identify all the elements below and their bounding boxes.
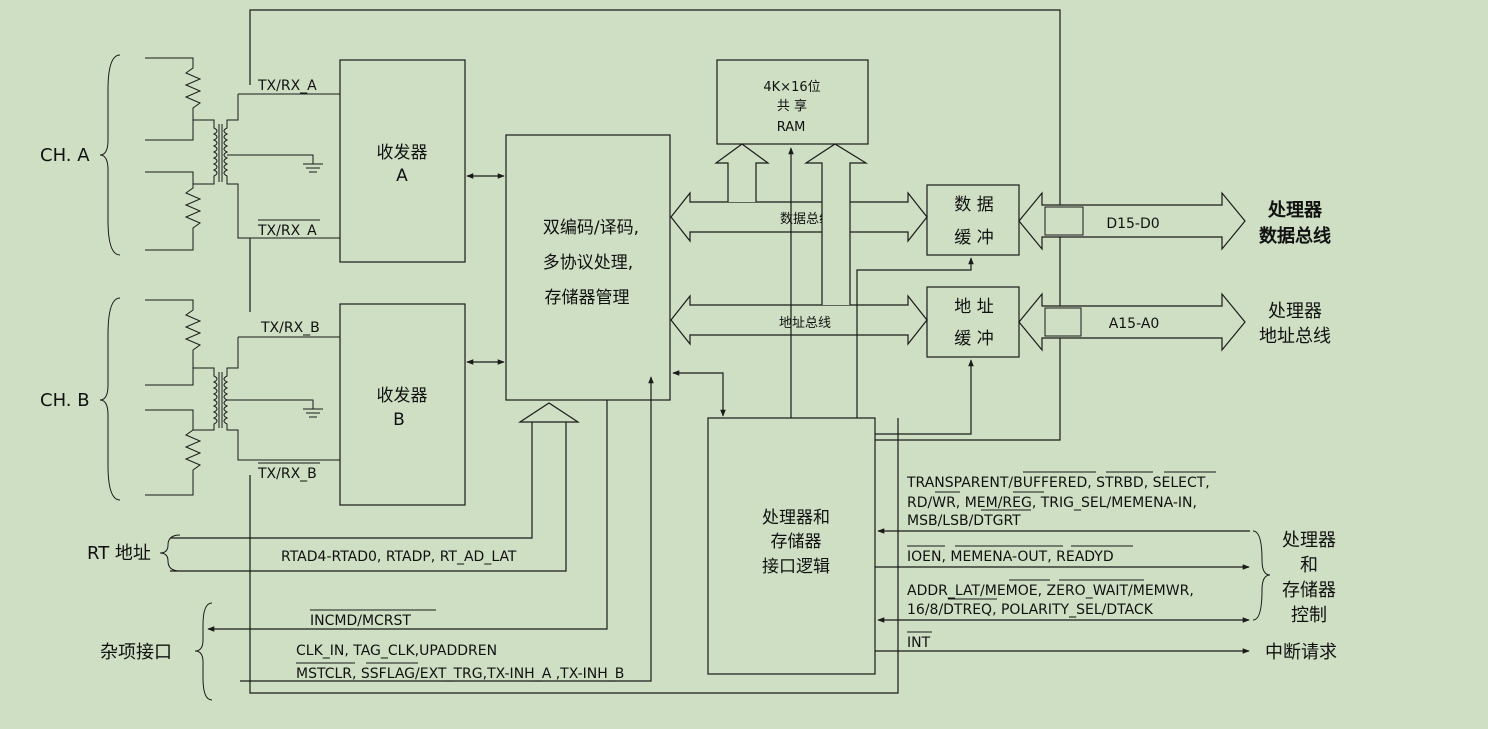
transceiver-a-title: 收发器 [377, 143, 428, 163]
bottom-return-line [249, 418, 899, 694]
codec-line2: 多协议处理, [543, 253, 633, 273]
transceiver-b-letter: B [393, 410, 405, 430]
misc-label: 杂项接口 [100, 642, 172, 663]
control-brace [1252, 530, 1271, 621]
transceiver-a-letter: A [396, 166, 408, 186]
ram-box [716, 59, 869, 145]
data-bus-label: 数据总线 [780, 212, 832, 227]
ext-data-bus-label: D15-D0 [1106, 216, 1159, 232]
codec-line3: 存储器管理 [545, 288, 630, 308]
misc-input-line [240, 376, 654, 682]
addr-buffer-line2: 缓 冲 [954, 329, 993, 349]
ram-line1: 4K×16位 [763, 80, 820, 95]
ram-addr-arrow [803, 143, 869, 305]
ext-addr-bus-label: A15-A0 [1109, 316, 1160, 332]
control-signals-line4: IOEN, MEMENA-OUT, READYD [907, 549, 1114, 565]
control-signals-line3: MSB/LSB/DTGRT [907, 513, 1021, 529]
data-buffer-ctrl-line [856, 257, 974, 418]
data-buffer-line2: 缓 冲 [954, 228, 993, 248]
ext-data-bus-window [1044, 206, 1084, 236]
rt-address-label: RT 地址 [87, 543, 151, 564]
cpu-mem-ctrl-line2: 和 [1300, 555, 1318, 576]
ram-line3: RAM [777, 120, 806, 135]
control-signals-line1: TRANSPARENT/BUFFERED, STRBD, SELECT, [906, 475, 1210, 491]
ram-line2: 共 享 [777, 98, 807, 114]
ram-data-arrow [714, 143, 770, 202]
incmd-line [207, 400, 608, 632]
codec-logic-link [672, 370, 726, 417]
rt-address-arrow [517, 402, 581, 423]
transceiver-a-box [339, 59, 466, 263]
addr-buffer-ctrl-line [875, 359, 974, 435]
tx-rx-b-bar-label: TX/RX_B [257, 466, 317, 482]
cpu-data-bus-line1: 处理器 [1267, 199, 1323, 221]
codec-line1: 双编码/译码, [543, 218, 639, 238]
data-buffer-line1: 数 据 [954, 195, 993, 215]
logic-box [707, 417, 876, 675]
logic-line2: 存储器 [771, 532, 822, 552]
rt-address-signals: RTAD4-RTAD0, RTADP, RT_AD_LAT [281, 549, 517, 565]
control-signals-line2: RD/WR, MEM/REG, TRIG_SEL/MEMENA-IN, [907, 495, 1197, 511]
channel-a-coupling [99, 54, 340, 256]
control-signals-line6: 16/8/DTREQ, POLARITY_SEL/DTACK [907, 602, 1154, 618]
cpu-addr-bus-line1: 处理器 [1268, 301, 1322, 322]
logic-line3: 接口逻辑 [762, 557, 830, 577]
logic-line1: 处理器和 [762, 508, 830, 528]
control-signals-line7: INT [907, 635, 931, 651]
cpu-mem-ctrl-line3: 存储器 [1282, 580, 1336, 601]
rt-address-line [170, 422, 533, 539]
data-buffer-box [926, 184, 1020, 256]
cpu-data-bus-line2: 数据总线 [1259, 225, 1331, 247]
codec-box [505, 134, 671, 401]
interrupt-label: 中断请求 [1265, 642, 1337, 663]
transceiver-b-title: 收发器 [377, 386, 428, 406]
channel-b-label: CH. B [40, 390, 90, 411]
cpu-mem-ctrl-line1: 处理器 [1282, 530, 1336, 551]
cpu-mem-ctrl-line4: 控制 [1291, 605, 1327, 626]
incmd-label: INCMD/MCRST [310, 613, 411, 629]
channel-a-label: CH. A [40, 145, 90, 166]
tx-rx-a-label: TX/RX_A [257, 78, 317, 94]
tx-rx-b-label: TX/RX_B [260, 320, 320, 336]
misc-brace [194, 602, 213, 701]
rt-address-line-2 [170, 422, 567, 572]
mstclr-label: MSTCLR, SSFLAG/EXT_TRG,TX-INH_A ,TX-INH_… [296, 666, 624, 682]
transceiver-b-box [339, 303, 466, 506]
cpu-addr-bus-line2: 地址总线 [1259, 326, 1331, 347]
control-overbars [907, 471, 1216, 633]
channel-b-coupling [99, 297, 340, 501]
tx-rx-a-bar-label: TX/RX_A [257, 223, 317, 239]
addr-bus-label: 地址总线 [779, 316, 831, 331]
rt-address-brace [159, 534, 181, 572]
control-signals-line5: ADDR_LAT/MEMOE, ZERO_WAIT/MEMWR, [907, 583, 1194, 599]
addr-buffer-line1: 地 址 [954, 297, 993, 317]
clk-label: CLK_IN, TAG_CLK,UPADDREN [296, 643, 497, 659]
outer-loop-line [249, 9, 1061, 441]
ext-addr-bus-window [1044, 307, 1082, 337]
